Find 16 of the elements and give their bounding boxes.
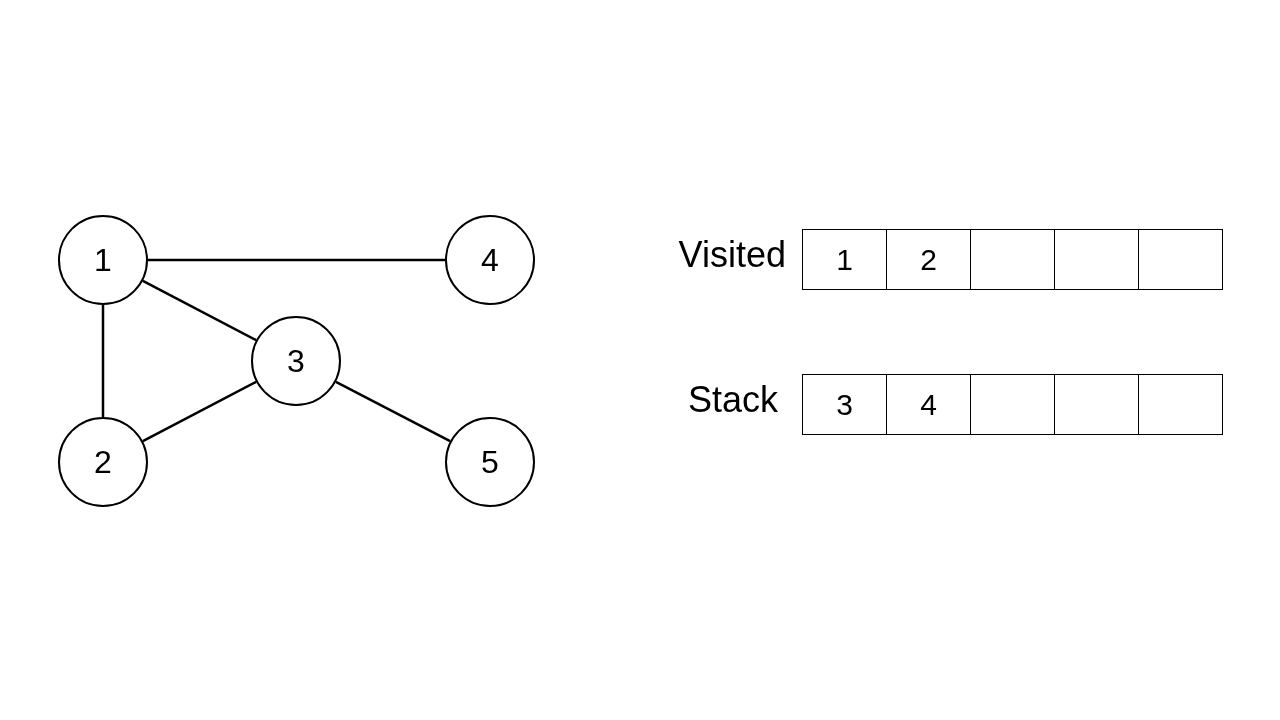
node-label: 3 bbox=[287, 345, 305, 377]
node-label: 1 bbox=[94, 244, 112, 276]
edge-line bbox=[142, 279, 257, 342]
row-heading: Visited bbox=[678, 237, 786, 273]
node-label: 2 bbox=[94, 446, 112, 478]
table-cell-value: 1 bbox=[802, 229, 887, 290]
row-heading: Stack bbox=[687, 382, 778, 418]
table-cell-value: 2 bbox=[886, 229, 971, 290]
node-label: 4 bbox=[481, 244, 499, 276]
edge-line bbox=[148, 258, 445, 262]
node-label: 5 bbox=[481, 446, 499, 478]
table-cell-value: 3 bbox=[802, 374, 887, 435]
edge-line bbox=[101, 305, 105, 417]
edge-line bbox=[142, 380, 257, 443]
edge-line bbox=[335, 380, 451, 443]
table-cell-value: 4 bbox=[886, 374, 971, 435]
